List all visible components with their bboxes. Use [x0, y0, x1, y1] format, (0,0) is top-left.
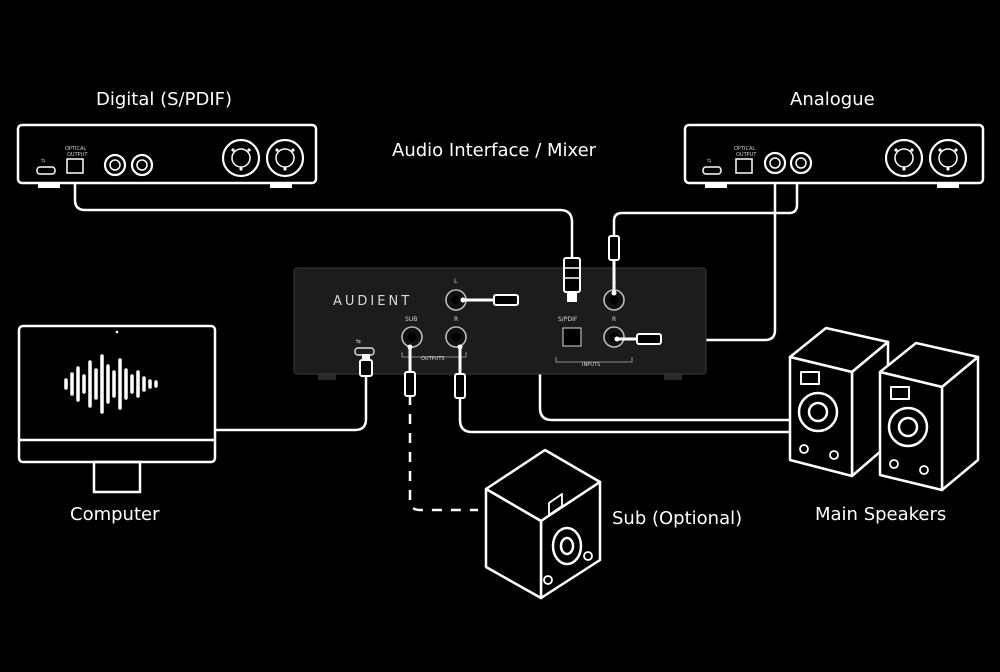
label-digital: Digital (S/PDIF) [96, 89, 233, 110]
label-sub: Sub (Optional) [612, 508, 743, 529]
usb-c-port [702, 166, 722, 175]
main-speaker-left [788, 326, 890, 478]
digital-device: ⇆ OPTICAL OUTPUT [16, 123, 318, 188]
jack-plug-icon [614, 333, 662, 345]
woofer-icon [797, 391, 839, 433]
brand-logo: AUDIENT [333, 294, 412, 309]
jack-plug-icon [608, 235, 620, 296]
cable-output-sub [408, 395, 478, 512]
optical-plug-icon [563, 257, 581, 302]
jack-socket-icon [763, 151, 787, 175]
usb-icon: ⇆ [707, 158, 711, 164]
audio-interface: AUDIENT ⇆ L SUB R OUTPUTS S/PDIF R R INP… [293, 267, 707, 380]
main-speaker-right [878, 341, 980, 492]
optical-label-2: OUTPUT [736, 152, 757, 158]
tweeter-icon [890, 386, 910, 400]
optical-label-1: OPTICAL [734, 146, 755, 152]
label-main-speakers: Main Speakers [815, 504, 947, 525]
cable-analogue-left [612, 168, 799, 264]
spdif-label: S/PDIF [558, 316, 578, 323]
outputs-label: OUTPUTS [421, 356, 445, 362]
inputs-label: INPUTS [582, 362, 600, 368]
label-interface-title: Audio Interface / Mixer [392, 140, 597, 161]
jack-label-l: L [454, 278, 458, 285]
cable-optical-spdif [73, 170, 574, 260]
subwoofer [484, 448, 602, 600]
woofer-icon [887, 406, 929, 448]
optical-label-2: OUTPUT [67, 152, 88, 158]
tweeter-icon [800, 371, 820, 385]
jack-plug-icon [460, 294, 519, 306]
cable-output-right [458, 396, 792, 434]
usb-icon: ⇆ [356, 338, 361, 345]
optical-port [66, 158, 84, 174]
woofer-icon [551, 526, 583, 566]
jack-plug-icon [404, 344, 416, 397]
usb-plug-icon [359, 354, 373, 377]
xlr-combo-icon [928, 138, 968, 178]
optical-label-1: OPTICAL [65, 146, 86, 152]
xlr-combo-icon [265, 138, 305, 178]
optical-port [735, 158, 753, 174]
jack-socket-icon [103, 153, 127, 177]
jack-label-sub: SUB [405, 316, 417, 323]
usb-c-port [36, 166, 56, 175]
tweeter-icon [548, 493, 563, 516]
xlr-combo-icon [221, 138, 261, 178]
jack-socket-icon [789, 151, 813, 175]
xlr-combo-icon [884, 138, 924, 178]
usb-icon: ⇆ [41, 158, 45, 164]
cable-usb-computer [213, 373, 368, 432]
jack-label-r-in: R [612, 316, 616, 323]
jack-socket-icon [130, 153, 154, 177]
spdif-port [562, 327, 582, 347]
label-analogue: Analogue [790, 89, 875, 110]
computer [17, 324, 217, 494]
jack-label-r-out: R [454, 316, 458, 323]
label-computer: Computer [70, 504, 160, 525]
cable-analogue-right [658, 168, 777, 342]
analogue-device: ⇆ OPTICAL OUTPUT [683, 123, 985, 188]
jack-plug-icon [454, 344, 466, 399]
waveform-icon [64, 354, 158, 414]
